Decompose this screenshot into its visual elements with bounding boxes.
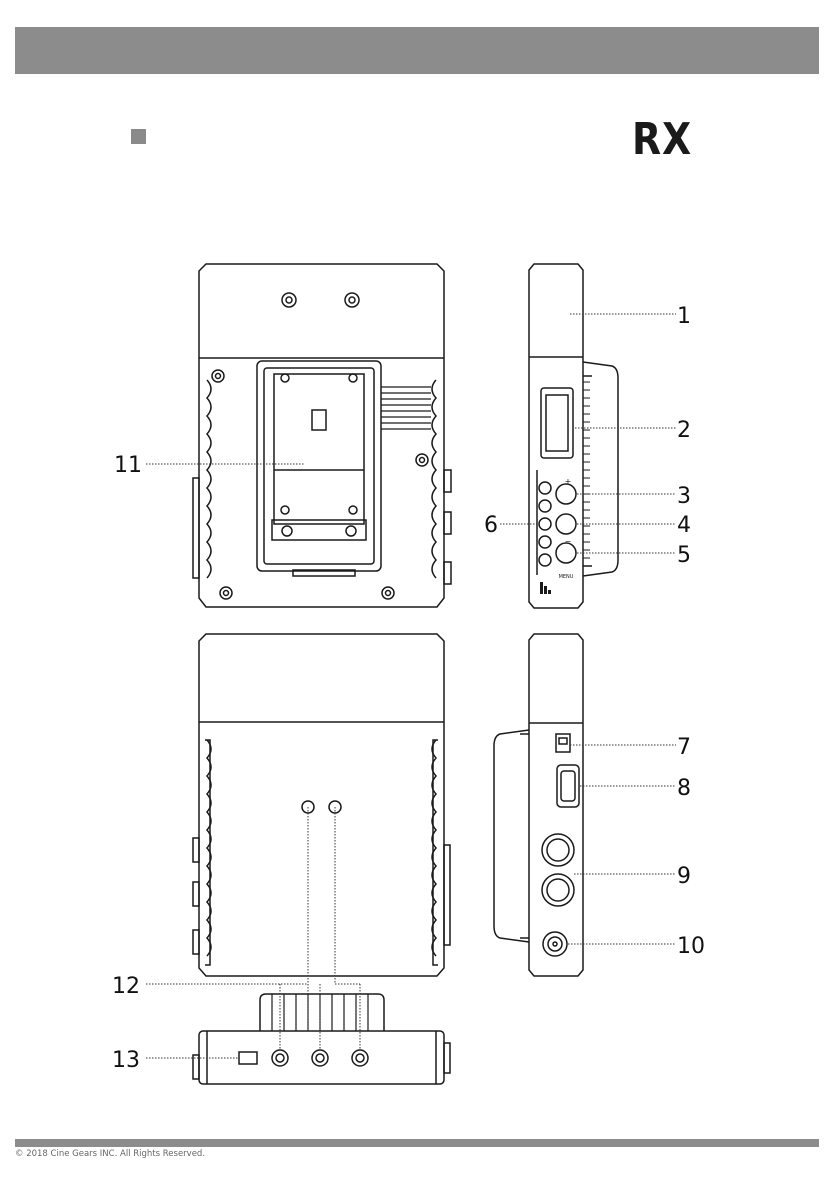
minus-marking: − [565,537,572,546]
side-view-controls [529,264,618,608]
footer-bar [15,1139,819,1147]
callout-3: 3 [677,484,691,509]
callout-9: 9 [677,864,691,889]
copyright-text: © 2018 Cine Gears INC. All Rights Reserv… [15,1149,205,1159]
callout-10: 10 [677,934,705,959]
plus-marking: + [565,477,572,486]
bottom-view [193,994,450,1084]
callout-6: 6 [484,513,498,538]
callout-11: 11 [114,453,142,478]
callout-12: 12 [112,974,140,999]
callout-2: 2 [677,418,691,443]
callout-5: 5 [677,543,691,568]
callout-7: 7 [677,735,691,760]
back-view-plain [193,634,450,976]
callout-13: 13 [112,1048,140,1073]
callout-4: 4 [677,513,691,538]
callout-1: 1 [677,304,691,329]
menu-marking: MENU [559,574,574,580]
back-view-battery-plate [193,264,451,607]
side-view-ports [494,634,583,976]
callout-8: 8 [677,776,691,801]
